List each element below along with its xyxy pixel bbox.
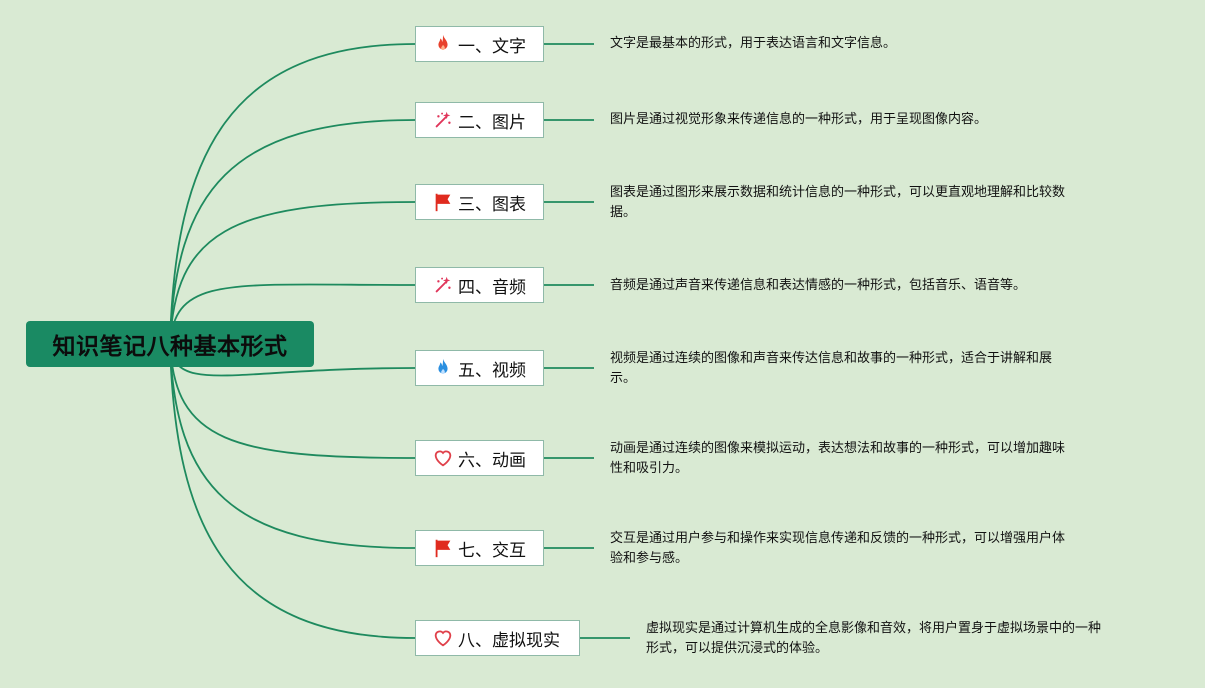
flag-icon [432, 191, 454, 213]
description-line: 动画是通过连续的图像来模拟运动，表达想法和故事的一种形式，可以增加趣味 [610, 441, 1066, 456]
branch-topic-label: 六、动画 [458, 450, 526, 471]
root-topic-label: 知识笔记八种基本形式 [52, 334, 288, 360]
description-line: 视频是通过连续的图像和声音来传达信息和故事的一种形式，适合于讲解和展 [610, 351, 1053, 366]
branch-topic-6[interactable]: 六、动画 [415, 440, 544, 476]
description-line: 交互是通过用户参与和操作来实现信息传递和反馈的一种形式，可以增强用户体 [610, 531, 1066, 546]
flag-icon [432, 537, 454, 559]
connector-root-to-branch-3 [169, 201, 416, 345]
sparkle-icon [432, 274, 454, 296]
branch-description-6: 动画是通过连续的图像来模拟运动，表达想法和故事的一种形式，可以增加趣味性和吸引力… [610, 439, 1110, 479]
connector-root-to-branch-8 [169, 343, 416, 639]
description-line: 图片是通过视觉形象来传递信息的一种形式，用于呈现图像内容。 [610, 112, 988, 127]
connector-root-to-branch-4 [169, 283, 416, 345]
fire-icon [432, 33, 454, 55]
connector-root-to-branch-2 [169, 119, 416, 345]
branch-description-4: 音频是通过声音来传递信息和表达情感的一种形式，包括音乐、语音等。 [610, 276, 1110, 296]
heart-icon [432, 627, 454, 649]
branch-topic-label: 三、图表 [458, 194, 526, 215]
branch-description-2: 图片是通过视觉形象来传递信息的一种形式，用于呈现图像内容。 [610, 110, 1110, 130]
description-line: 据。 [610, 205, 637, 220]
branch-description-1: 文字是最基本的形式，用于表达语言和文字信息。 [610, 34, 1110, 54]
branch-topic-label: 五、视频 [458, 360, 526, 381]
description-line: 虚拟现实是通过计算机生成的全息影像和音效，将用户置身于虚拟场景中的一种 [646, 621, 1102, 636]
branch-topic-2[interactable]: 二、图片 [415, 102, 544, 138]
description-line: 图表是通过图形来展示数据和统计信息的一种形式，可以更直观地理解和比较数 [610, 185, 1066, 200]
connector-root-to-branch-6 [169, 343, 416, 459]
branch-topic-4[interactable]: 四、音频 [415, 267, 544, 303]
sparkle-icon [432, 109, 454, 131]
description-line: 音频是通过声音来传递信息和表达情感的一种形式，包括音乐、语音等。 [610, 278, 1027, 293]
branch-topic-5[interactable]: 五、视频 [415, 350, 544, 386]
branch-description-3: 图表是通过图形来展示数据和统计信息的一种形式，可以更直观地理解和比较数据。 [610, 183, 1110, 223]
branch-topic-1[interactable]: 一、文字 [415, 26, 544, 62]
connector-root-to-branch-7 [169, 343, 416, 549]
blue-fire-icon [432, 357, 454, 379]
branch-topic-label: 四、音频 [458, 277, 526, 298]
root-topic[interactable]: 知识笔记八种基本形式 [26, 321, 314, 367]
branch-topic-8[interactable]: 八、虚拟现实 [415, 620, 580, 656]
branch-description-8: 虚拟现实是通过计算机生成的全息影像和音效，将用户置身于虚拟场景中的一种形式，可以… [646, 619, 1146, 659]
branch-topic-label: 二、图片 [458, 112, 526, 133]
connector-root-to-branch-1 [169, 43, 416, 345]
branch-topic-label: 八、虚拟现实 [458, 630, 560, 651]
branch-description-7: 交互是通过用户参与和操作来实现信息传递和反馈的一种形式，可以增强用户体验和参与感… [610, 529, 1110, 569]
branch-topic-3[interactable]: 三、图表 [415, 184, 544, 220]
description-line: 形式，可以提供沉浸式的体验。 [646, 641, 829, 656]
branch-topic-label: 一、文字 [458, 36, 526, 57]
heart-icon [432, 447, 454, 469]
description-line: 示。 [610, 371, 637, 386]
branch-topic-7[interactable]: 七、交互 [415, 530, 544, 566]
description-line: 验和参与感。 [610, 551, 689, 566]
description-line: 文字是最基本的形式，用于表达语言和文字信息。 [610, 36, 897, 51]
branch-description-5: 视频是通过连续的图像和声音来传达信息和故事的一种形式，适合于讲解和展示。 [610, 349, 1110, 389]
description-line: 性和吸引力。 [610, 461, 689, 476]
branch-topic-label: 七、交互 [458, 540, 526, 561]
